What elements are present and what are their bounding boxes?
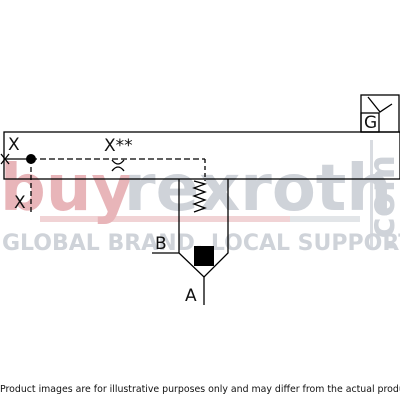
gauge-needle bbox=[367, 96, 393, 113]
watermark: buy rexroth GLOBAL BRAND. LOCAL SUPPORT.… bbox=[0, 140, 400, 256]
orifice-upper bbox=[111, 159, 125, 165]
label-port-x: X bbox=[8, 135, 20, 155]
orifice-lower bbox=[111, 166, 125, 172]
label-port-x-pilot: X** bbox=[104, 136, 133, 156]
label-port-x-bottom: X bbox=[14, 193, 26, 213]
watermark-domain: .com bbox=[362, 155, 400, 252]
diagram-lines bbox=[0, 94, 400, 305]
valve-body-block bbox=[3, 131, 400, 180]
watermark-underline-red bbox=[40, 216, 290, 222]
watermark-divider bbox=[370, 140, 373, 250]
plug-cross-b bbox=[0, 153, 10, 165]
watermark-underline-gray bbox=[290, 216, 360, 222]
label-port-b: B bbox=[155, 234, 167, 254]
check-valve-poppet bbox=[194, 246, 214, 266]
watermark-brand-rexroth: rexroth bbox=[124, 152, 392, 226]
disclaimer-text: Product images are for illustrative purp… bbox=[0, 384, 400, 395]
label-port-a: A bbox=[185, 286, 197, 306]
gauge-label-box bbox=[360, 112, 380, 133]
junction-dot bbox=[26, 154, 36, 164]
label-gauge: G bbox=[364, 113, 377, 133]
spring-icon bbox=[192, 180, 208, 213]
watermark-brand-buy: buy bbox=[0, 152, 133, 226]
